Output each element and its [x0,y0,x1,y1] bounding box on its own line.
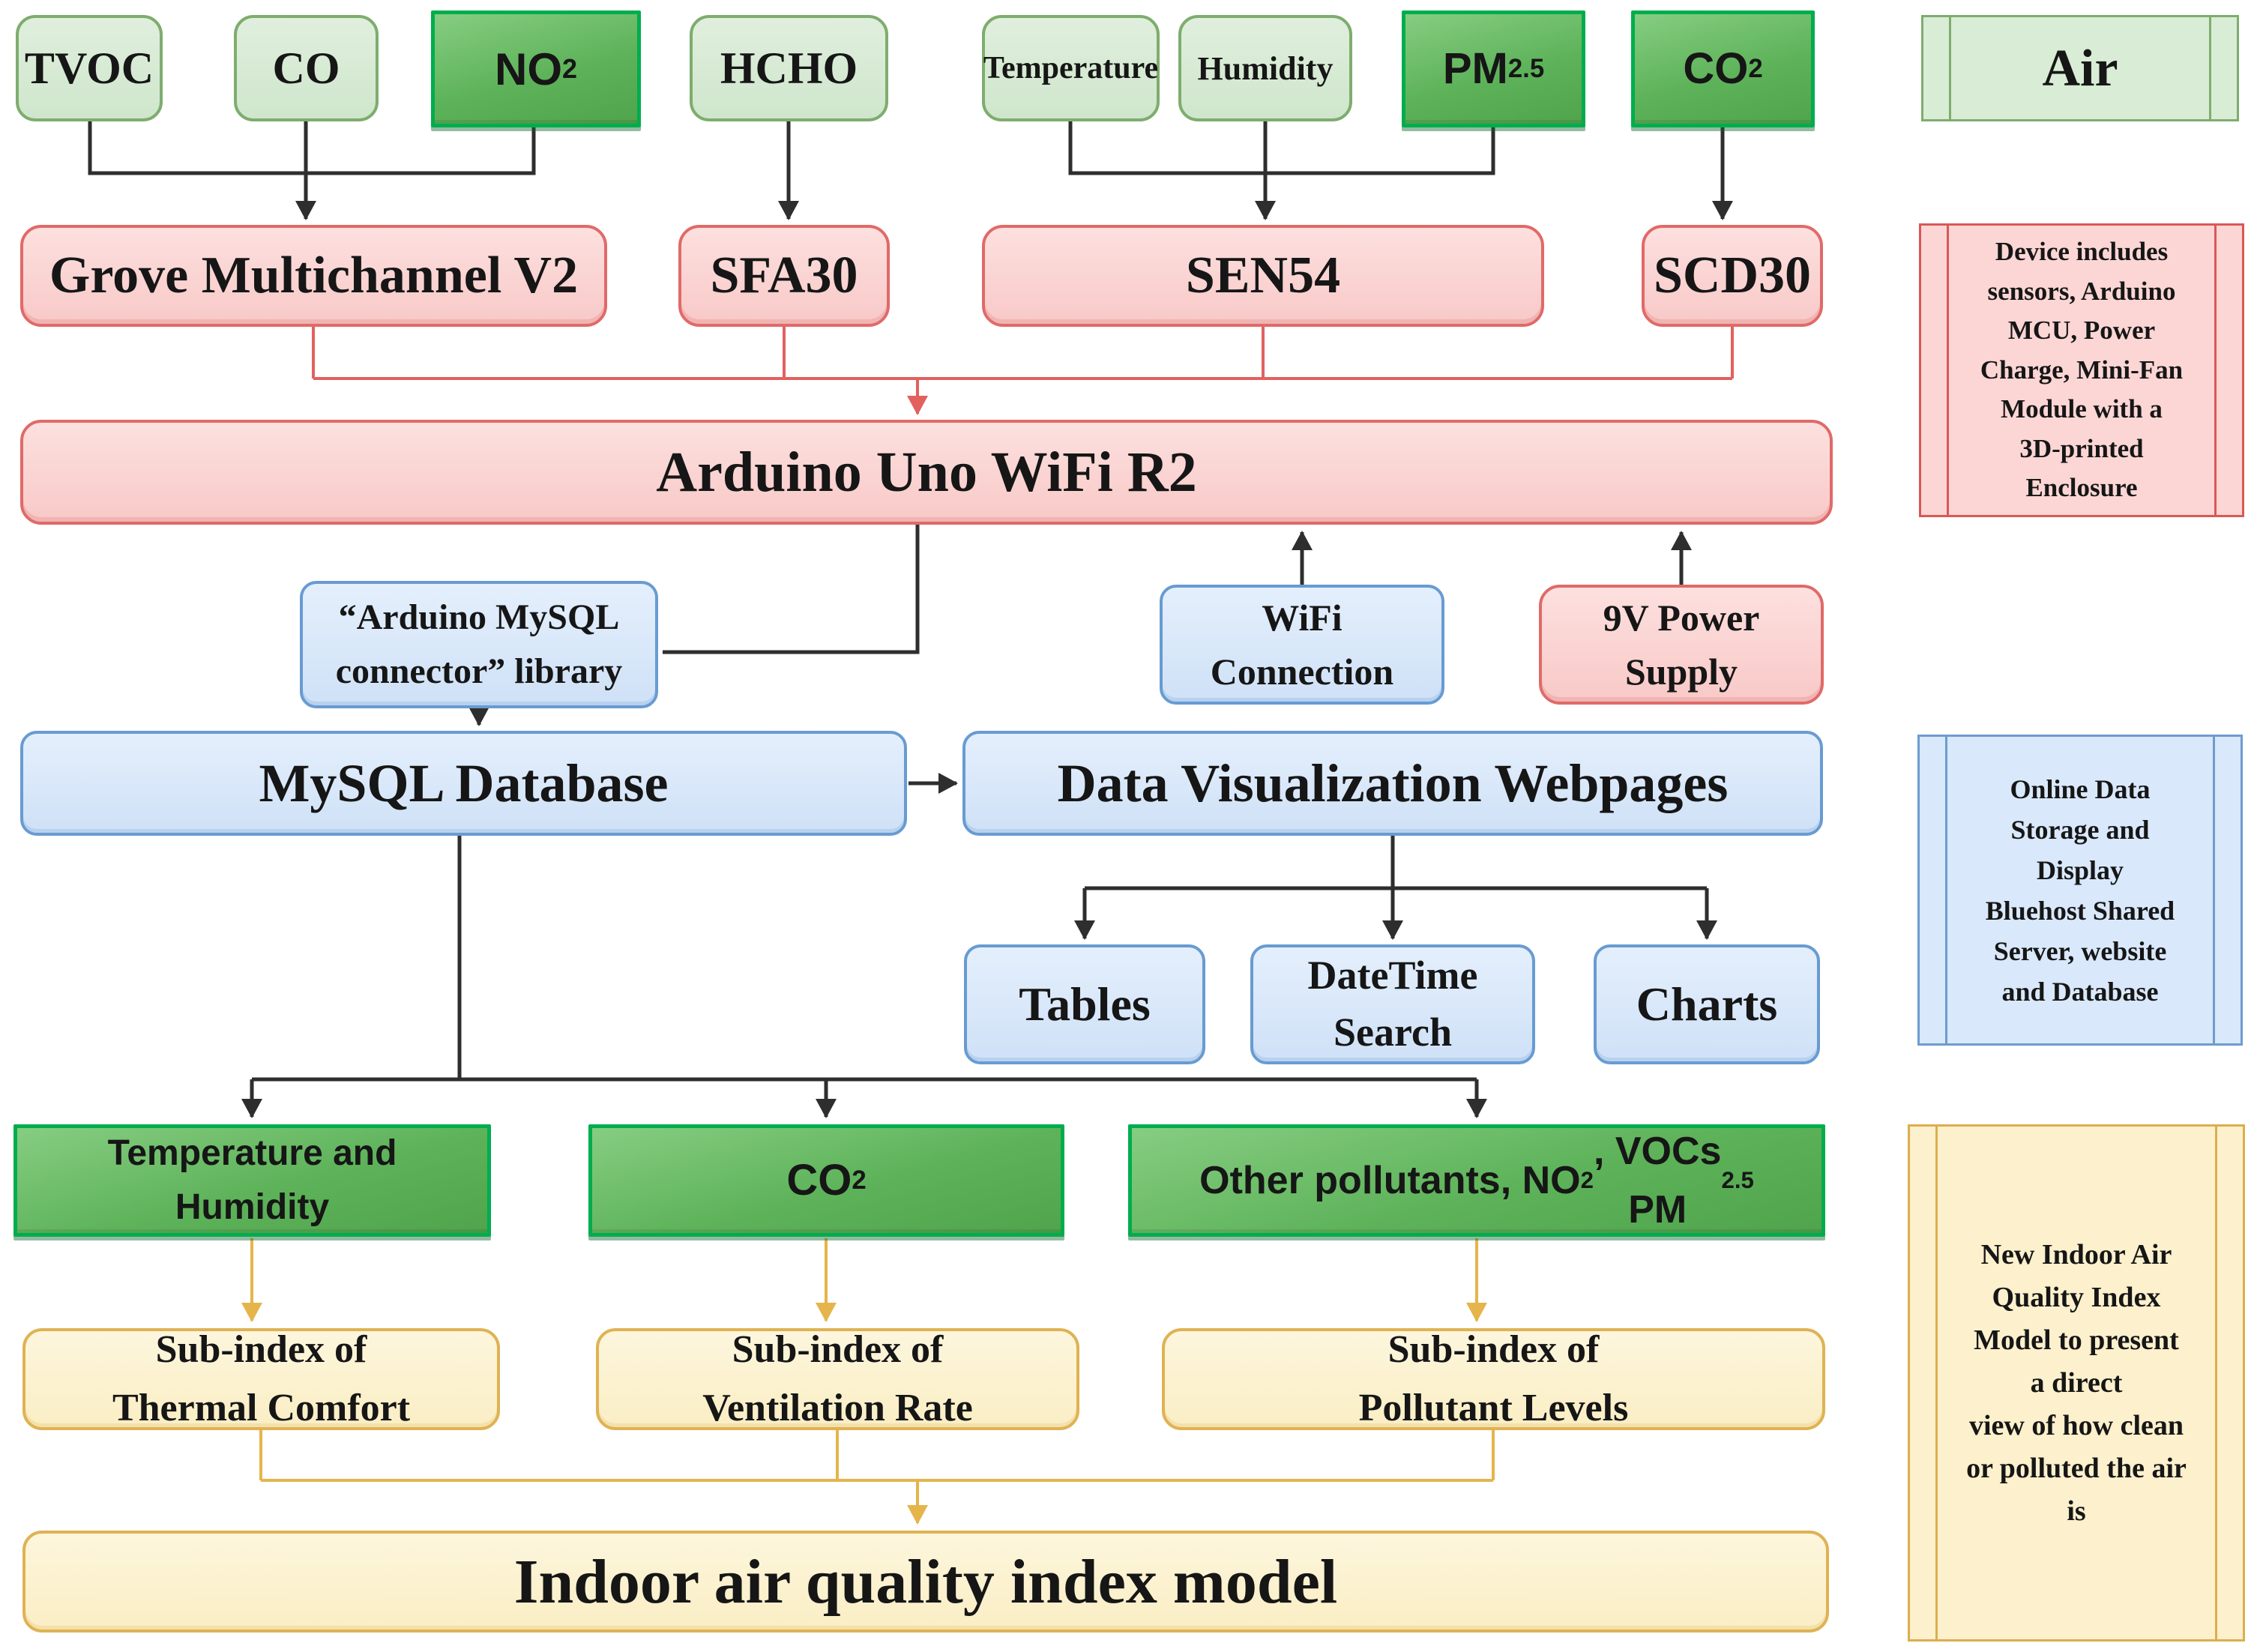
box-tables: Tables [964,944,1205,1064]
ribbon-rail-left [1949,17,1951,119]
wire-mysql-down-split [252,836,1477,1082]
sensor-box-co: CO [234,15,379,121]
wire-modules-merge [312,327,1734,380]
module-box-scd30: SCD30 [1642,225,1823,327]
box-mysql-database: MySQL Database [20,731,907,836]
module-box-sfa30: SFA30 [678,225,890,327]
ribbon-rail-right [2213,737,2215,1043]
ribbon-rail-right [2209,17,2211,119]
ribbon-rail-left [1945,737,1947,1043]
wire-tvoc-no2-merge [88,121,536,175]
note-air-label: Air [2042,39,2118,97]
module-box-sen54: SEN54 [982,225,1544,327]
ribbon-rail-left [1935,1127,1938,1639]
module-box-grove: Grove Multichannel V2 [20,225,607,327]
wire-temp-pm25-merge [1068,121,1495,175]
wire-subindex-merge [259,1430,1495,1482]
ribbon-rail-right [2215,1127,2217,1639]
sensor-box-humidity: Humidity [1178,15,1352,121]
final-band-iaq-model: Indoor air quality index model [22,1531,1829,1633]
note-air: Air [1921,15,2239,121]
gold-wires [241,1238,1495,1525]
sensor-box-tvoc: TVOC [16,15,163,121]
sensor-box-temperature: Temperature [982,15,1160,121]
sensor-box-hcho: HCHO [690,15,888,121]
wire-mcu-to-library [663,525,920,654]
red-wires [312,327,1734,415]
mcu-band-arduino: Arduino Uno WiFi R2 [20,420,1833,525]
black-wires [88,121,1733,1118]
ribbon-rail-right [2214,226,2217,515]
box-charts: Charts [1594,944,1820,1064]
ribbon-rail-left [1947,226,1949,515]
box-data-visualization-webpages: Data Visualization Webpages [962,731,1823,836]
